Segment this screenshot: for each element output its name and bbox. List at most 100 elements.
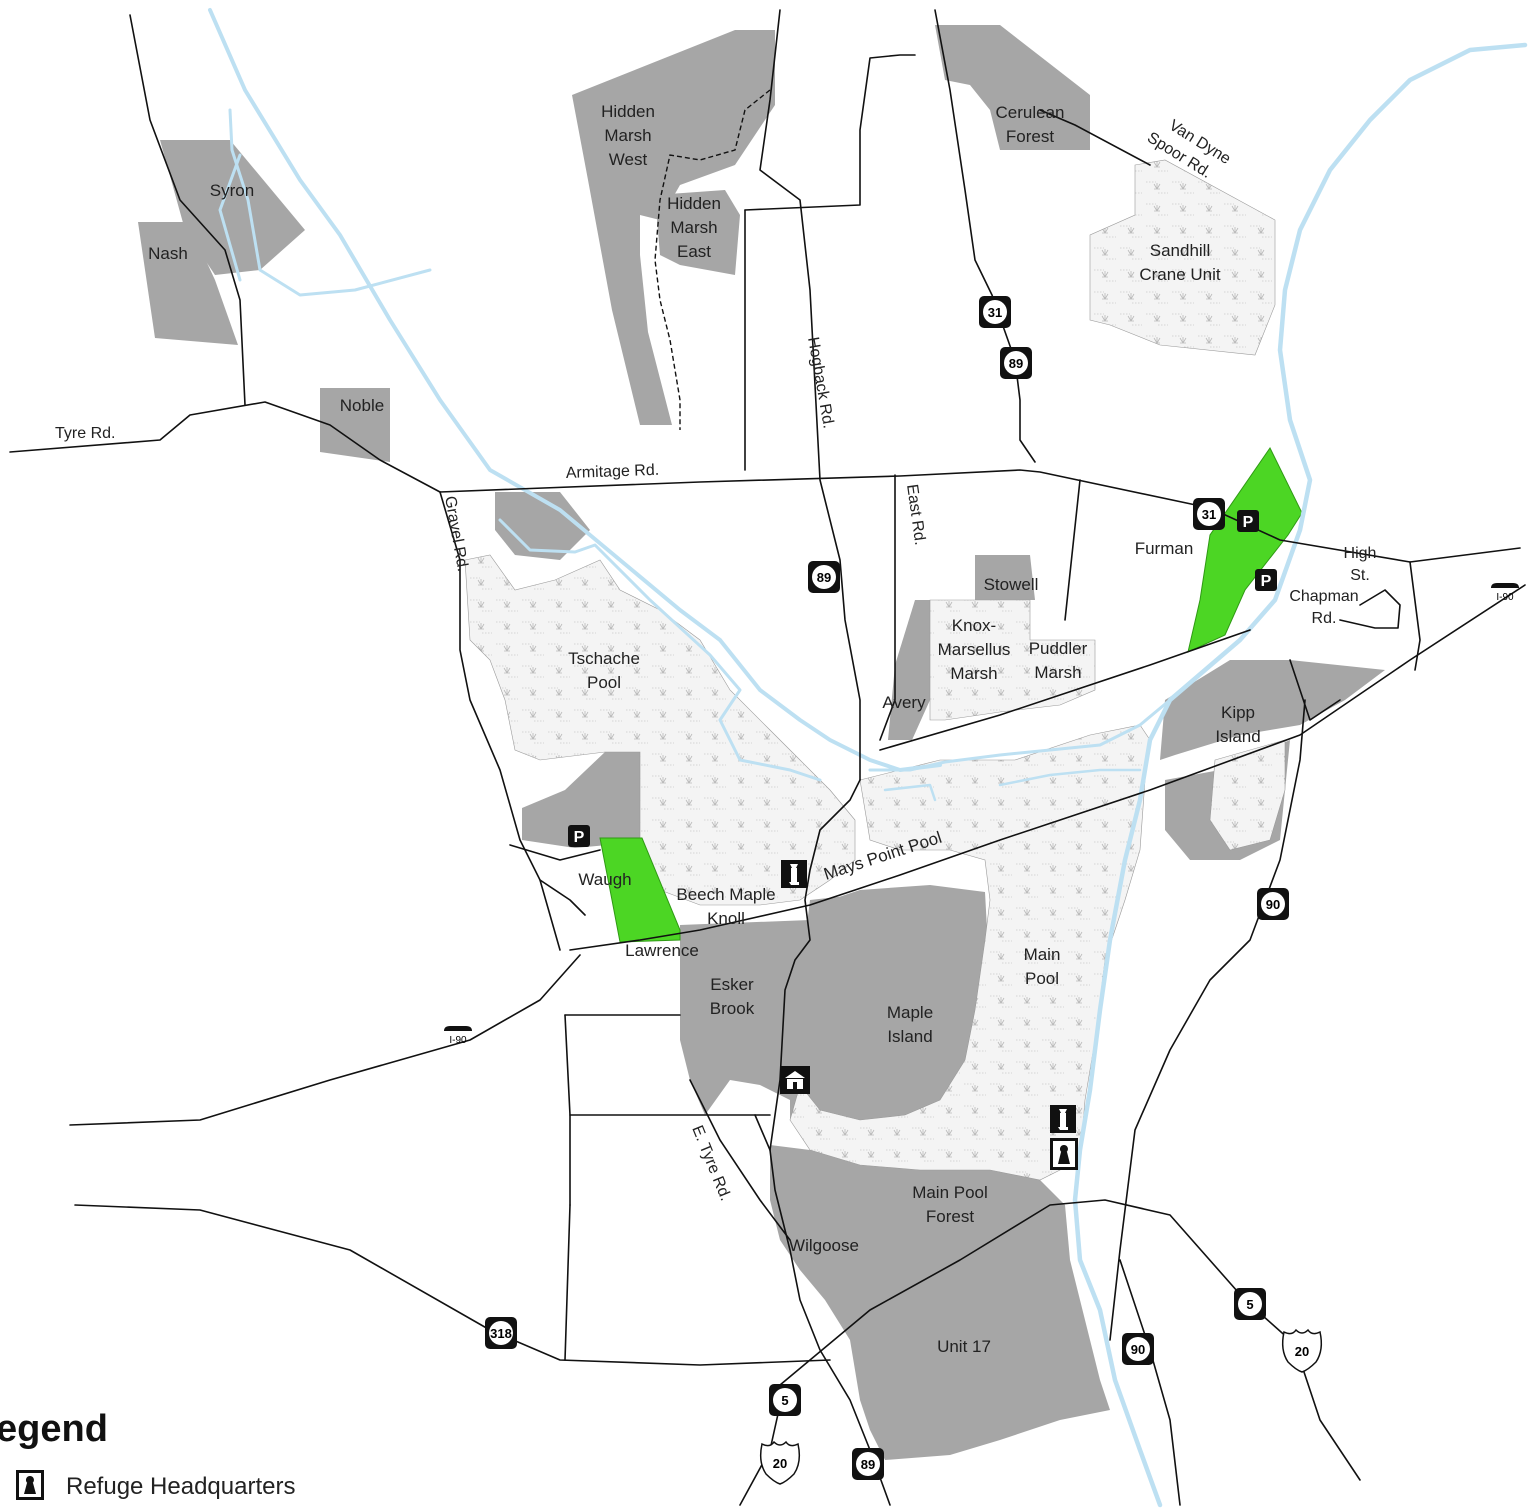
hogback-rd-line [759,9,861,781]
refuge-headquarters-icon [16,1470,44,1500]
parking-icon: P [1255,569,1277,591]
hunting-area-layer [599,447,1303,943]
west-road-north [129,14,246,406]
avery-east-connector [1064,479,1081,621]
maple-island-unit [795,890,985,1120]
road-label-gravel-rd: Gravel Rd. [441,495,471,573]
shield-nys-89-mid: 89 [808,561,840,593]
shield-number: 90 [1266,897,1280,912]
road-label-e-tyre-rd: E. Tyre Rd. [688,1123,734,1203]
hidden-marsh-trail [654,89,771,430]
refuge-headquarters-icon [1050,1138,1078,1170]
nash-unit [138,222,238,345]
shield-number: 318 [490,1326,512,1341]
east-rd-line [879,474,896,741]
legend-item-label: Refuge Headquarters [66,1473,295,1500]
shield-number: 89 [817,570,831,585]
interstate-i90-west: I-90 [444,1026,472,1046]
observation-tower-icon [1050,1105,1076,1133]
road-layer [9,9,1526,1506]
refuge-land-layer [138,25,1385,1460]
road-label-tyre-rd: Tyre Rd. [55,425,115,442]
hidden-marsh-west-unit [572,30,775,425]
shield-nys-31-mid: 31 [1193,498,1225,530]
legend-title: egend [0,1408,108,1450]
unit-label-waugh: Waugh [578,870,631,889]
shield-number: 31 [1202,507,1216,522]
avery-road [879,629,1251,751]
shield-nys-5-east: 5 [1234,1288,1266,1320]
route-31-north [934,9,1036,463]
avery-unit [888,600,935,740]
waugh-area-gray [522,752,640,848]
river-north-west [208,8,942,772]
us-shield-us-20-east: 20 [1281,1328,1323,1373]
shield-nys-90-south: 90 [1122,1333,1154,1365]
i90-west [69,954,581,1126]
unit-label-stowell: Stowell [984,575,1039,594]
unit-label-lawrence: Lawrence [625,941,699,960]
knox-marsellus-wetland [929,599,1096,721]
chapman-rd-line [1339,589,1401,629]
shield-nys-31-north: 31 [979,296,1011,328]
river-branch-2 [218,153,242,282]
south-grid-4 [564,1204,571,1361]
unit-label-furman: Furman [1135,539,1194,558]
west-link [539,879,586,916]
unit-label-wilgoose: Wilgoose [789,1236,859,1255]
gravel-link [509,844,601,861]
unit-label-avery: Avery [882,693,926,712]
interstate-i90-east: I-90 [1491,583,1519,603]
unit-label-noble: Noble [340,396,384,415]
e-tyre-rd-line [689,1079,791,1241]
stowell-unit [975,555,1035,600]
sandhill-crane-wetland [1089,159,1276,356]
canal-south [998,768,1142,787]
svg-text:P: P [1261,573,1272,590]
kipp-island-unit [1160,660,1385,760]
interstate-label: I-90 [449,1035,467,1046]
us-20-east-line [1299,1359,1361,1481]
river-branch [228,108,432,297]
road-label-east-rd: East Rd. [903,483,928,546]
main-canal [868,698,1172,772]
shield-nys-90-east: 90 [1257,888,1289,920]
south-grid-2 [564,1014,571,1206]
us-shield-us-20-south: 20 [759,1440,801,1485]
visitor-center-icon [780,1066,810,1094]
route-90-line [1109,699,1306,1341]
parking-icon: P [568,825,590,847]
shield-number: 90 [1131,1342,1145,1357]
armitage-rd-line [439,469,1211,509]
road-label-hogback-rd: Hogback Rd. [804,336,837,430]
unit-label-nash: Nash [148,244,188,263]
noble-unit [320,388,390,462]
tschache-channel [498,518,822,782]
observation-tower-icon [781,860,807,888]
gravel-rd-line [439,491,561,951]
shield-nys-89-north: 89 [1000,347,1032,379]
shield-number: 89 [861,1457,875,1472]
main-east-river [1072,42,1528,1508]
shield-number: 89 [1009,356,1023,371]
shield-number: 5 [1246,1297,1253,1312]
route-5-line [779,1199,1291,1386]
cerulean-forest-unit [935,25,1090,150]
van-dyne-spoor-rd-line [1039,109,1151,166]
south-grid-5 [754,1114,771,1151]
